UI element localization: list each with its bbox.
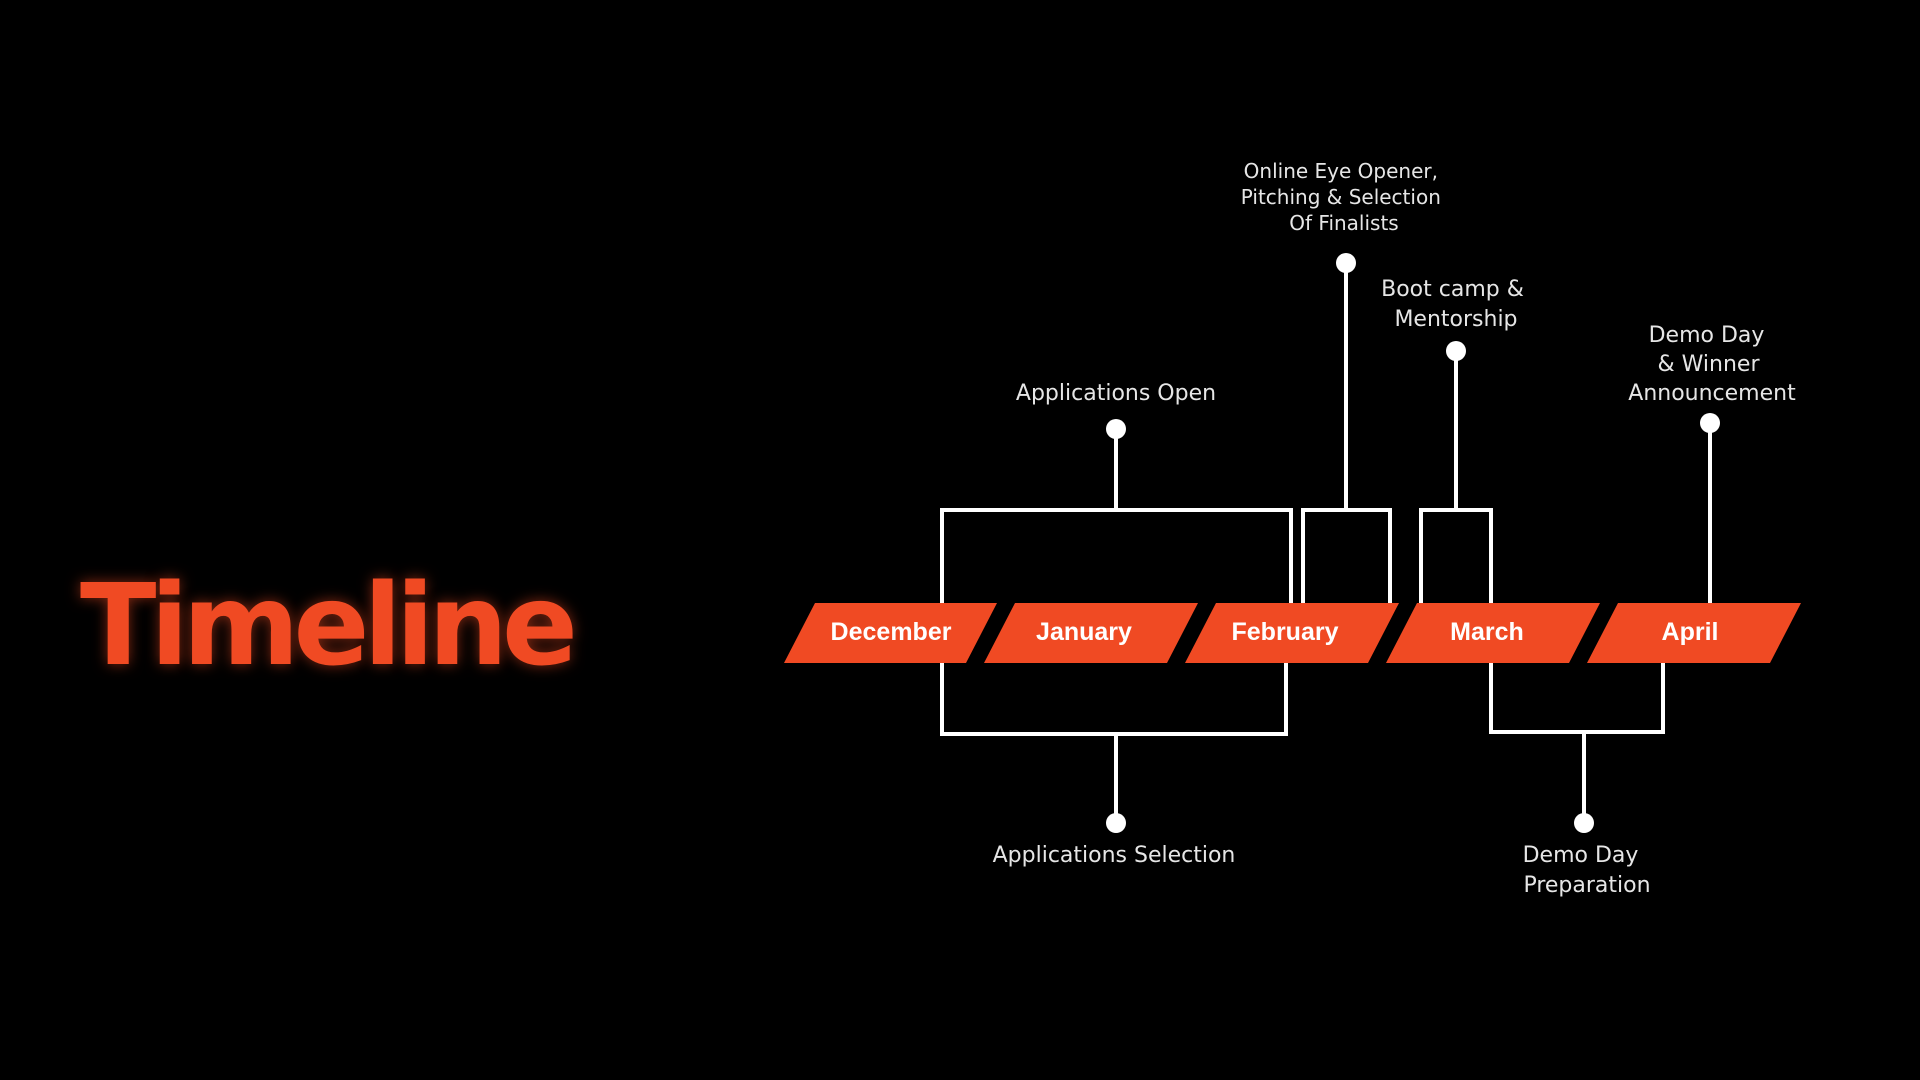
dot-applications-selection	[1106, 813, 1126, 833]
month-label-april: April	[1662, 618, 1719, 646]
label-demo-day-winner: Demo Day & Winner Announcement	[1628, 323, 1796, 406]
dot-demo-day-preparation	[1574, 813, 1594, 833]
bracket-boot-camp	[1419, 508, 1493, 603]
event-boot-camp: Boot camp & Mentorship	[1381, 277, 1531, 603]
month-banner-december: December	[784, 603, 997, 663]
month-banner-january: January	[984, 603, 1198, 663]
label-applications-selection: Applications Selection	[993, 843, 1236, 868]
dot-demo-day-winner	[1700, 413, 1720, 433]
label-demo-day-preparation: Demo Day Preparation	[1523, 843, 1651, 898]
label-online-eye-opener: Online Eye Opener, Pitching & Selection …	[1241, 159, 1447, 235]
month-label-february: February	[1232, 618, 1339, 646]
month-label-january: January	[1036, 618, 1132, 646]
bracket-applications-selection	[940, 663, 1288, 736]
dot-applications-open	[1106, 419, 1126, 439]
event-demo-day-preparation: Demo Day Preparation	[1489, 663, 1665, 898]
month-banner-february: February	[1185, 603, 1399, 663]
page-title: Timeline	[80, 561, 578, 691]
month-label-march: March	[1450, 618, 1524, 646]
bracket-online-eye-opener	[1301, 508, 1392, 603]
label-boot-camp: Boot camp & Mentorship	[1381, 277, 1531, 332]
bracket-applications-open	[940, 508, 1293, 603]
bracket-demo-day-preparation	[1489, 663, 1665, 734]
month-banner-april: April	[1587, 603, 1801, 663]
dot-online-eye-opener	[1336, 253, 1356, 273]
month-label-december: December	[831, 618, 952, 646]
dot-boot-camp	[1446, 341, 1466, 361]
label-applications-open: Applications Open	[1016, 381, 1216, 406]
event-applications-selection: Applications Selection	[940, 663, 1288, 868]
event-applications-open: Applications Open	[940, 381, 1293, 603]
event-demo-day-winner: Demo Day & Winner Announcement	[1628, 323, 1796, 603]
event-online-eye-opener: Online Eye Opener, Pitching & Selection …	[1241, 159, 1447, 603]
month-banner-march: March	[1386, 603, 1600, 663]
